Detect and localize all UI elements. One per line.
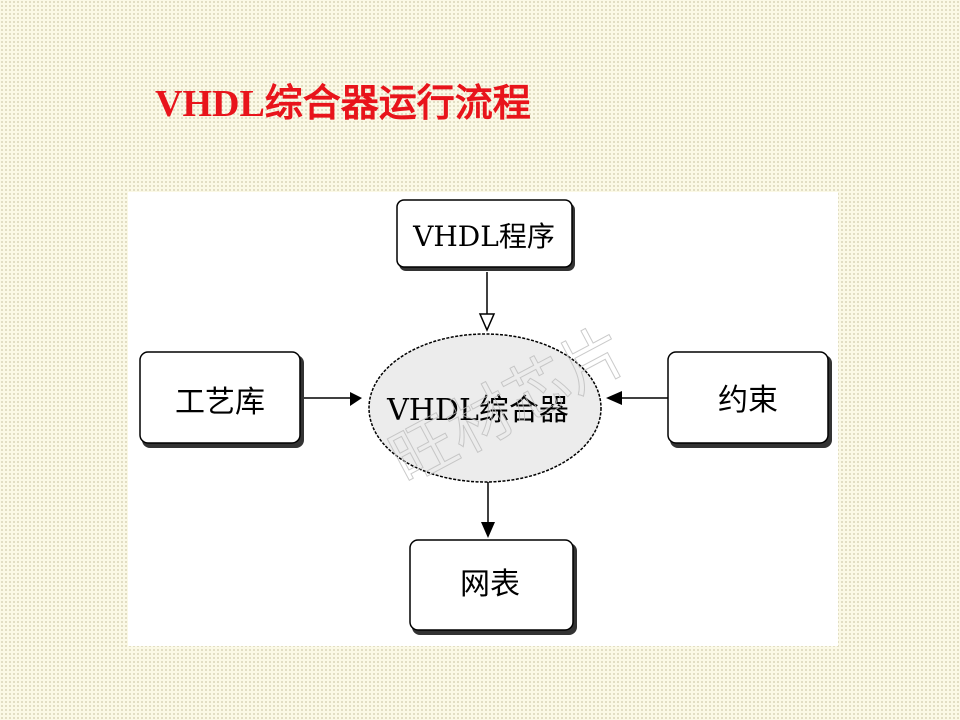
arrowhead-icon	[481, 522, 495, 538]
constraints-label: 约束	[718, 383, 778, 418]
slide-title: VHDL综合器运行流程	[155, 83, 531, 125]
flow-diagram: VHDL综合器 VHDL程序 工艺库 约束 网表 旺材芯片	[128, 192, 838, 646]
synthesizer-label: VHDL综合器	[386, 393, 569, 428]
constraints-node: 约束	[667, 351, 832, 448]
netlist-node: 网表	[409, 539, 577, 635]
source-label: VHDL程序	[412, 220, 555, 253]
library-node: 工艺库	[139, 351, 304, 448]
arrowhead-open-icon	[478, 313, 496, 332]
library-label: 工艺库	[175, 385, 265, 420]
netlist-label: 网表	[460, 567, 520, 602]
arrowhead-icon	[350, 392, 362, 406]
arrowhead-icon	[606, 391, 622, 405]
synthesizer-node: VHDL综合器	[368, 333, 602, 483]
source-node: VHDL程序	[396, 199, 575, 271]
